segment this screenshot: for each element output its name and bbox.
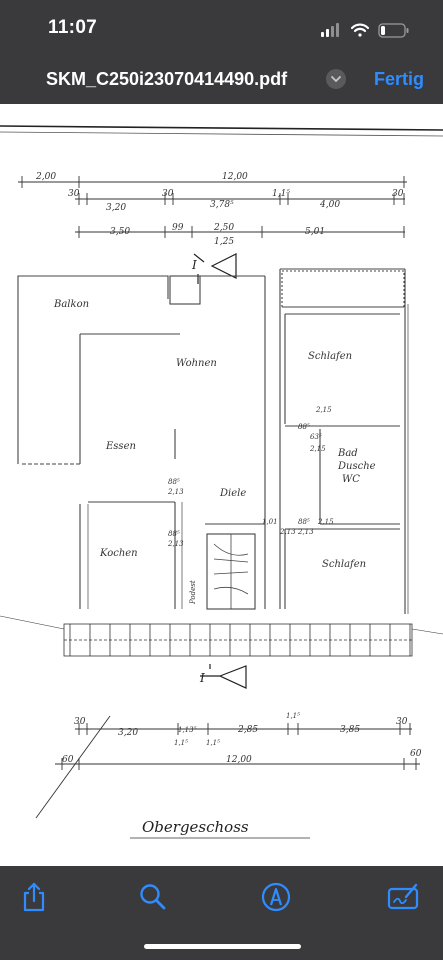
status-time: 11:07 (48, 17, 98, 38)
sign-icon (387, 883, 419, 910)
bottom-dim-row1-5: 1,1⁵ (286, 712, 300, 720)
room-label-wohnen: Wohnen (176, 358, 217, 369)
height-label-13: 1,01 (262, 518, 278, 526)
bottom-dim-row1-1: 30 (74, 717, 86, 727)
bottom-dim-row2-1: 60 (62, 755, 74, 765)
status-bar: 11:07 (0, 0, 443, 58)
top-dim-row3-1: 3,50 (110, 227, 130, 237)
top-dim-row1-2: 12,00 (222, 172, 248, 182)
bottom-dim-sub-1: 1,1⁵ (174, 739, 188, 747)
room-label-essen: Essen (105, 441, 136, 452)
height-label-9: 2,13 (297, 528, 314, 536)
room-label-dusche: Dusche (337, 461, 376, 472)
height-label-7: 2,15 (309, 445, 326, 453)
markup-icon (261, 882, 291, 912)
bottom-dim-row1-3: 1,13⁵ (178, 726, 197, 734)
bottom-dim-row2-2: 12,00 (226, 755, 252, 765)
bottom-dim-row1-6: 3,85 (340, 725, 360, 735)
bottom-dim-row1-4: 2,85 (237, 725, 258, 735)
top-dim-row2-7: 30 (392, 189, 404, 199)
top-dim-row2-5: 1,1⁵ (272, 189, 290, 199)
top-dim-row3-5: 5,01 (305, 227, 325, 237)
room-label-schlafen-1: Schlafen (308, 351, 352, 362)
top-dim-row2-6: 4,00 (319, 200, 340, 210)
height-label-2: 2,13 (167, 488, 184, 496)
search-icon (140, 884, 166, 910)
share-icon (23, 882, 45, 912)
markup-button[interactable] (259, 880, 293, 914)
room-label-kochen: Kochen (99, 548, 138, 559)
search-button[interactable] (136, 880, 170, 914)
pdf-page[interactable]: 2,00 12,00 30 3,20 30 3,78⁵ 1,1⁵ 4,00 30… (0, 104, 443, 866)
top-dim-row1-1: 2,00 (35, 172, 56, 182)
height-label-4: 2,13 (167, 540, 184, 548)
height-label-12: 2,15 (317, 518, 334, 526)
top-dim-row2-1: 30 (68, 189, 80, 199)
floor-plan-drawing: 2,00 12,00 30 3,20 30 3,78⁵ 1,1⁵ 4,00 30… (0, 125, 443, 839)
bottom-dim-row2-3: 60 (410, 749, 422, 759)
height-label-3: 88⁵ (168, 530, 180, 538)
height-label-10: 2,13 (279, 528, 296, 536)
wifi-icon (350, 23, 370, 37)
room-label-diele: Diele (219, 488, 246, 499)
home-indicator (144, 944, 301, 949)
room-label-schlafen-2: Schlafen (322, 559, 366, 570)
battery-icon (378, 23, 409, 38)
room-label-bad: Bad (337, 448, 358, 459)
height-label-11: 2,15 (315, 406, 332, 414)
room-label-balkon: Balkon (53, 299, 89, 310)
height-label-5: 88⁵ (298, 423, 310, 431)
top-dim-row3-4: 1,25 (214, 237, 234, 247)
title-menu-button[interactable] (326, 69, 346, 89)
bottom-dim-row1-2: 3,20 (118, 728, 138, 738)
floor-label: Obergeschoss (142, 818, 249, 836)
bottom-dim-sub-2: 1,1⁵ (206, 739, 220, 747)
top-dim-row2-4: 3,78⁵ (210, 200, 234, 210)
top-dim-row3-2: 99 (172, 223, 184, 233)
top-dim-row2-3: 30 (162, 189, 174, 199)
top-dim-row2-2: 3,20 (106, 203, 126, 213)
room-label-podest: Podest (189, 580, 197, 605)
top-dim-row3-3: 2,50 (213, 223, 234, 233)
chevron-down-icon (331, 76, 341, 83)
height-label-6: 63⁵ (310, 433, 322, 441)
done-button[interactable]: Fertig (373, 69, 424, 89)
section-marker-top: I (191, 258, 197, 272)
nav-bar: SKM_C250i23070414490.pdf Fertig (0, 58, 443, 104)
share-button[interactable] (17, 880, 51, 914)
height-label-8: 88⁵ (298, 518, 310, 526)
signal-icon (321, 23, 339, 37)
room-label-wc: WC (342, 474, 360, 485)
sign-button[interactable] (386, 880, 420, 914)
bottom-dim-row1-7: 30 (396, 717, 408, 727)
section-marker-bottom: I (199, 671, 205, 685)
document-title[interactable]: SKM_C250i23070414490.pdf (46, 69, 288, 89)
height-label-1: 88⁵ (168, 478, 180, 486)
status-icons (321, 20, 413, 40)
